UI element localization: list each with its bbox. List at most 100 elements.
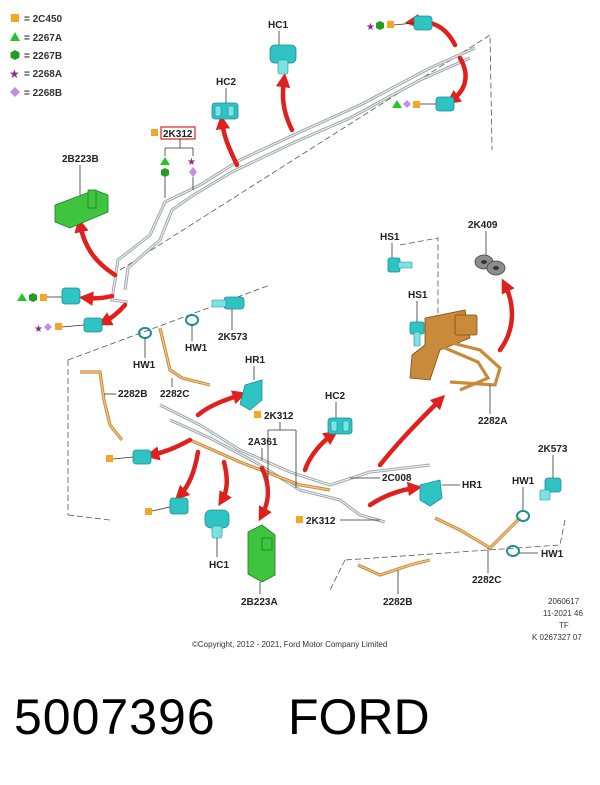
label-hc1-bottom: HC1 <box>209 560 229 571</box>
label-hs1-lower: HS1 <box>408 290 428 301</box>
fitting-mid-left <box>106 449 152 465</box>
part-2k409 <box>474 254 506 276</box>
label-2282c-left: 2282C <box>160 389 189 400</box>
label-hw1-b: HW1 <box>185 343 208 354</box>
label-hs1-upper: HS1 <box>380 232 400 243</box>
part-number: 5007396 <box>14 689 216 745</box>
label-2282c-right: 2282C <box>472 575 501 586</box>
diamond-symbol-icon <box>44 323 52 331</box>
callout-2k312-mid: 2K312 <box>254 411 297 488</box>
stamp-line-3: TF <box>559 621 569 630</box>
stamp-line-1: 2060617 <box>548 597 580 606</box>
legend-item-2268a: ★ = 2268A <box>9 67 62 81</box>
label-hc1-top: HC1 <box>268 20 288 31</box>
legend: = 2C450 = 2267A = 2267B ★ = 2268A = 2268… <box>9 14 63 99</box>
hexagon-symbol-icon <box>29 293 37 302</box>
hexagon-symbol-icon <box>161 168 169 177</box>
star-symbol-icon: ★ <box>9 67 20 81</box>
label-2b223b: 2B223B <box>62 154 99 165</box>
label-hw1-a: HW1 <box>133 360 156 371</box>
label-2c008: 2C008 <box>382 473 412 484</box>
part-hr1-right <box>419 479 443 507</box>
star-symbol-icon: ★ <box>187 157 196 168</box>
label-2282b-bottom: 2282B <box>383 597 412 608</box>
label-hc2-top: HC2 <box>216 77 236 88</box>
diamond-symbol-icon <box>189 167 197 177</box>
square-symbol-icon <box>40 294 47 301</box>
fitting-top-right: ★ <box>366 15 433 33</box>
square-symbol-icon <box>55 323 62 330</box>
hexagon-symbol-icon <box>376 21 384 30</box>
square-symbol-icon <box>151 129 158 136</box>
triangle-symbol-icon <box>17 293 27 301</box>
part-hs1-lower <box>409 321 425 347</box>
direction-arrows <box>74 14 515 522</box>
square-symbol-icon <box>145 508 152 515</box>
fitting-left-b: ★ <box>34 317 103 335</box>
part-hr1-mid <box>239 379 263 411</box>
label-2282a: 2282A <box>478 416 507 427</box>
label-2k312-top: 2K312 <box>163 129 193 140</box>
label-2a361: 2A361 <box>248 437 278 448</box>
diamond-symbol-icon <box>10 87 20 97</box>
lower-pipe-assembly <box>159 403 431 524</box>
label-hw1-low: HW1 <box>541 549 564 560</box>
label-2k573-left: 2K573 <box>218 332 248 343</box>
label-2k312-mid: 2K312 <box>264 411 294 422</box>
square-symbol-icon <box>413 101 420 108</box>
triangle-symbol-icon <box>160 157 170 165</box>
part-hs1-upper <box>387 257 413 273</box>
part-hc2-mid <box>327 417 353 435</box>
legend-label: = 2267B <box>24 51 62 62</box>
diamond-symbol-icon <box>403 100 411 108</box>
copper-hoses <box>80 327 522 577</box>
drawing-stamp: 2060617 11-2021 46 TF K 0267327 07 <box>532 597 583 642</box>
part-hw1-low <box>506 545 520 557</box>
fitting-left-a <box>17 287 81 305</box>
legend-item-2267b: = 2267B <box>10 50 62 62</box>
fitting-lower-left <box>145 497 189 515</box>
label-hw1-right: HW1 <box>512 476 535 487</box>
part-hc1-bottom <box>204 509 230 539</box>
copyright-notice: ©Copyright, 2012 - 2021, Ford Motor Comp… <box>192 640 387 649</box>
stamp-line-2: 11-2021 46 <box>543 609 583 618</box>
legend-label: = 2C450 <box>24 14 63 25</box>
part-2k573-right <box>539 477 562 501</box>
part-2282a-assembly <box>409 309 502 392</box>
label-2k409: 2K409 <box>468 220 498 231</box>
part-2b223a <box>247 524 276 583</box>
star-symbol-icon: ★ <box>366 22 375 33</box>
stamp-line-4: K 0267327 07 <box>532 633 582 642</box>
fitting-right-upper <box>392 96 455 112</box>
triangle-symbol-icon <box>392 100 402 108</box>
part-hw1-right <box>516 510 530 522</box>
assembly-boundaries <box>67 34 566 591</box>
callout-2k312-low: 2K312 <box>296 516 380 527</box>
part-hw1-left-b <box>185 314 199 326</box>
square-symbol-icon <box>106 455 113 462</box>
label-2k312-low: 2K312 <box>306 516 336 527</box>
part-hc2-top <box>211 102 239 120</box>
legend-item-2267a: = 2267A <box>10 32 62 44</box>
part-2b223b <box>54 189 109 229</box>
part-hc1-top <box>269 44 297 75</box>
label-2k573-right: 2K573 <box>538 444 568 455</box>
legend-label: = 2267A <box>24 33 62 44</box>
square-symbol-icon <box>11 14 19 22</box>
legend-label: = 2268B <box>24 88 62 99</box>
triangle-symbol-icon <box>10 32 20 41</box>
part-2k573-left <box>211 296 245 310</box>
star-symbol-icon: ★ <box>34 324 43 335</box>
legend-item-2c450: = 2C450 <box>11 14 63 25</box>
label-2282b-left: 2282B <box>118 389 147 400</box>
brake-lines-diagram: = 2C450 = 2267A = 2267B ★ = 2268A = 2268… <box>9 14 583 649</box>
square-symbol-icon <box>254 411 261 418</box>
square-symbol-icon <box>296 516 303 523</box>
legend-item-2268b: = 2268B <box>10 87 62 99</box>
callout-2k312-top: 2K312 ★ <box>151 126 197 198</box>
hexagon-symbol-icon <box>10 50 20 60</box>
label-hr1-mid: HR1 <box>245 355 265 366</box>
brand-name: FORD <box>288 689 430 745</box>
legend-label: = 2268A <box>24 69 62 80</box>
label-hc2-mid: HC2 <box>325 391 345 402</box>
